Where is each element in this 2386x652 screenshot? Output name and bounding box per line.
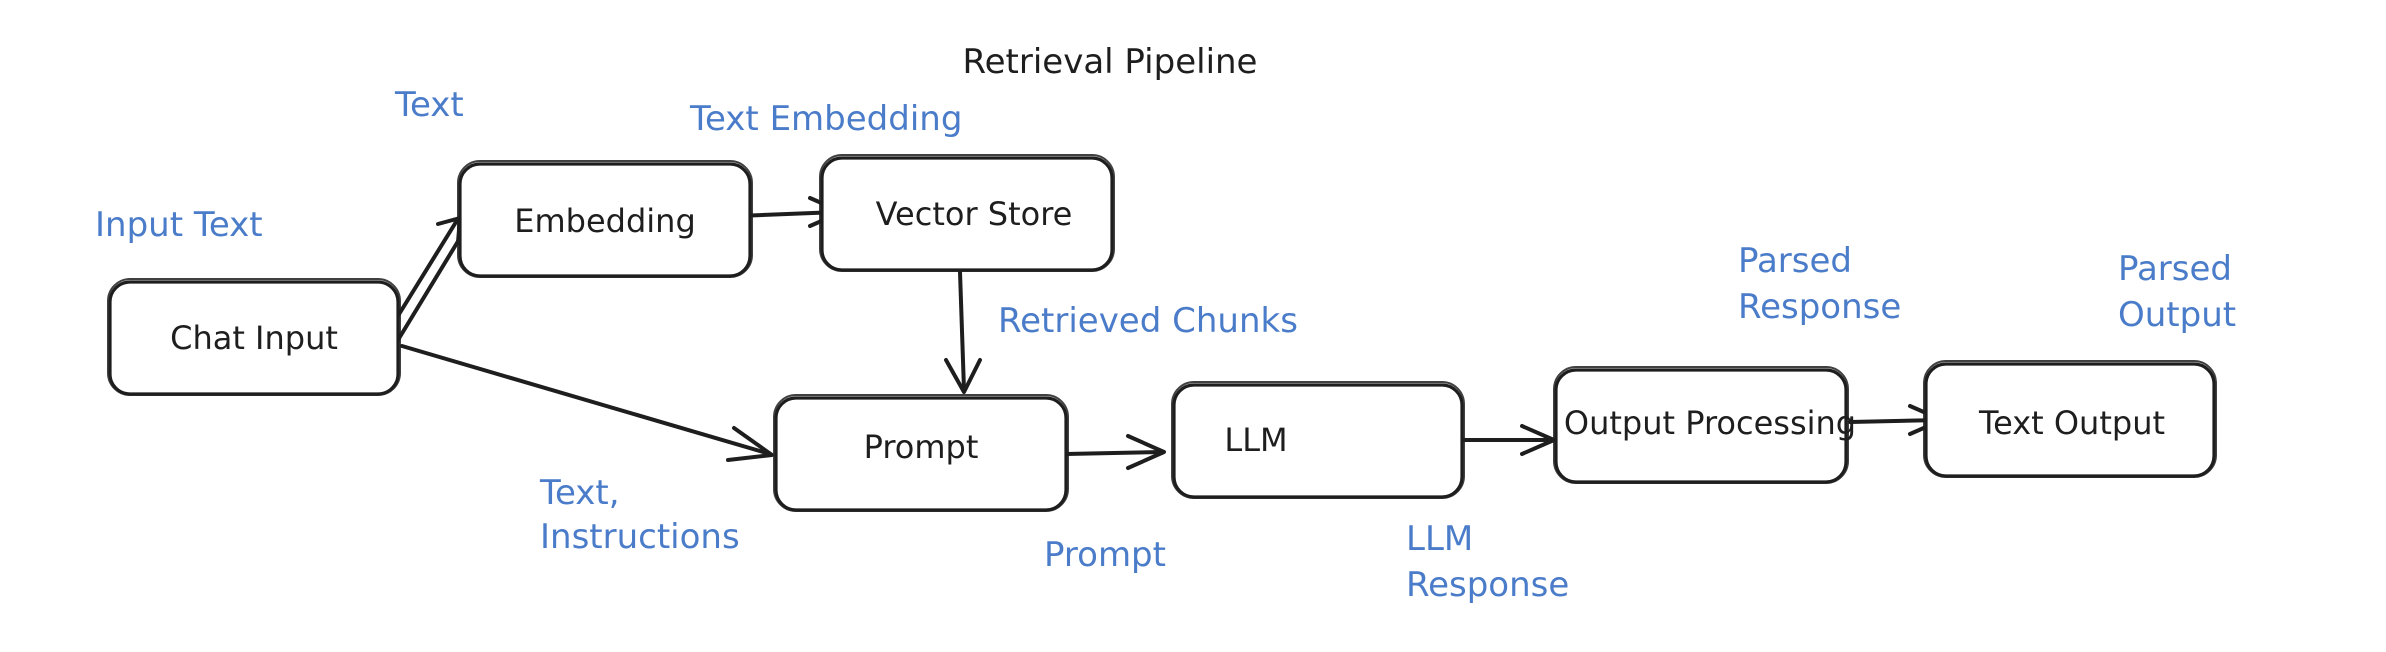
label-prompt: Prompt xyxy=(1044,535,1166,575)
label-llm-response-line1: LLM xyxy=(1406,519,1473,559)
edge-chat-input-to-prompt xyxy=(400,344,774,462)
node-text-output: Text Output xyxy=(1923,360,2217,478)
diagram-title: Retrieval Pipeline xyxy=(963,42,1258,82)
label-parsed-output-line1: Parsed xyxy=(2118,249,2232,289)
node-vector-store-label: Vector Store xyxy=(876,195,1073,233)
edge-labels: Input Text Text Text Embedding Retrieved… xyxy=(95,85,2236,605)
node-embedding-label: Embedding xyxy=(514,202,696,240)
node-text-output-label: Text Output xyxy=(1978,404,2165,442)
node-prompt: Prompt xyxy=(773,394,1069,512)
edge-vector-store-to-prompt xyxy=(944,270,982,394)
edge-llm-to-output-processing xyxy=(1462,424,1556,456)
node-vector-store: Vector Store xyxy=(819,154,1115,272)
node-chat-input: Chat Input xyxy=(107,278,401,396)
node-prompt-label: Prompt xyxy=(864,428,979,466)
label-text-embedding: Text Embedding xyxy=(689,99,962,139)
label-parsed-response-line1: Parsed xyxy=(1738,241,1852,281)
node-chat-input-label: Chat Input xyxy=(170,319,338,357)
label-parsed-response-line2: Response xyxy=(1738,287,1901,327)
label-parsed-output-line2: Output xyxy=(2118,295,2236,335)
node-llm: LLM xyxy=(1171,381,1465,499)
label-llm-response-line2: Response xyxy=(1406,565,1569,605)
node-output-processing-label: Output Processing xyxy=(1564,404,1856,442)
label-input-text: Input Text xyxy=(95,205,263,245)
node-llm-label: LLM xyxy=(1224,421,1287,459)
label-text-instructions-line2: Instructions xyxy=(540,517,740,557)
label-text-instructions-line1: Text, xyxy=(539,473,620,513)
node-embedding: Embedding xyxy=(457,160,753,278)
label-retrieved-chunks: Retrieved Chunks xyxy=(998,301,1298,341)
label-text: Text xyxy=(394,85,464,125)
edge-prompt-to-llm xyxy=(1064,434,1166,470)
node-output-processing: Output Processing xyxy=(1553,366,1856,484)
